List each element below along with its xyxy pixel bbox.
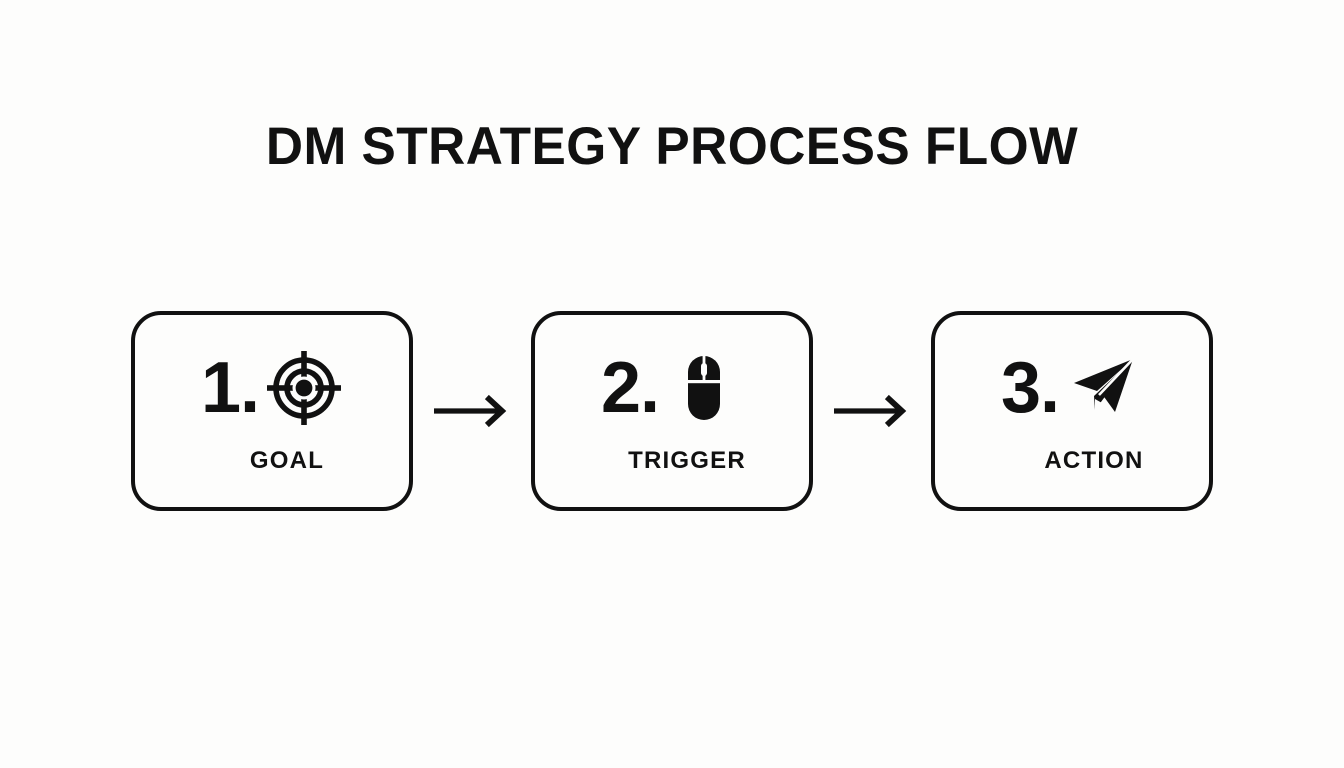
computer-mouse-icon — [665, 349, 743, 427]
step-number-3: 3. — [1000, 348, 1060, 428]
crosshair-target-icon — [265, 349, 343, 427]
paper-plane-send-icon — [1065, 349, 1143, 427]
step-label-action: ACTION — [1044, 447, 1144, 474]
step-header-trigger: 2. — [535, 345, 809, 431]
page-title: DM STRATEGY PROCESS FLOW — [265, 117, 1079, 176]
process-step-card-trigger[interactable]: 2. TRIGGER — [531, 311, 813, 511]
process-step-card-goal[interactable]: 1. G — [131, 311, 413, 511]
arrow-right-icon — [813, 391, 931, 431]
step-header-action: 3. — [935, 345, 1209, 431]
step-number-1: 1. — [200, 348, 260, 428]
process-flow-row: 1. G — [0, 308, 1344, 514]
step-number-2: 2. — [600, 348, 660, 428]
step-header-goal: 1. — [135, 345, 409, 431]
step-label-goal: GOAL — [249, 447, 325, 474]
step-label-trigger: TRIGGER — [628, 447, 746, 474]
process-step-card-action[interactable]: 3. ACTION — [931, 311, 1213, 511]
arrow-right-icon — [413, 391, 531, 431]
